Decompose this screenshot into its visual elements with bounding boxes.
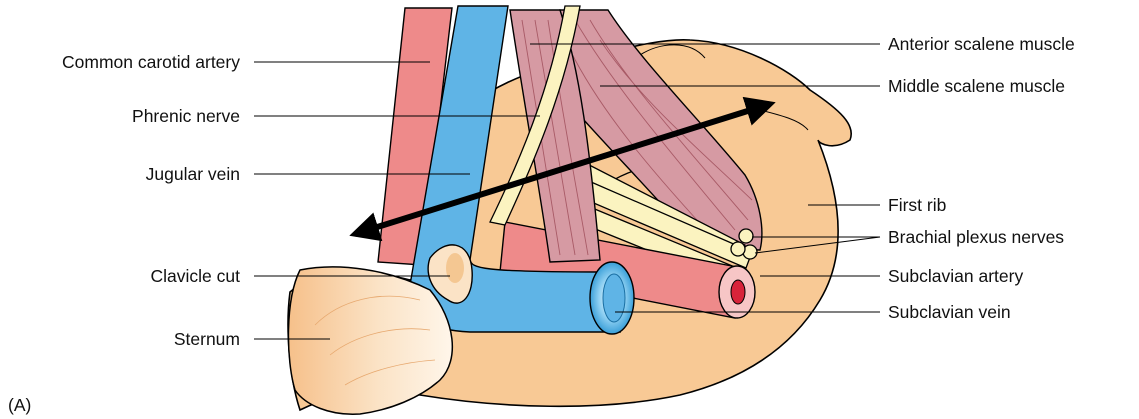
label-subclavian-artery: Subclavian artery [888, 266, 1023, 286]
label-clavicle-cut: Clavicle cut [151, 266, 240, 286]
subclavian-vein-end-shape [590, 262, 634, 334]
label-common-carotid-artery: Common carotid artery [62, 52, 240, 72]
label-anterior-scalene-muscle: Anterior scalene muscle [888, 34, 1075, 54]
label-brachial-plexus-nerves: Brachial plexus nerves [888, 227, 1064, 247]
label-sternum: Sternum [174, 329, 240, 349]
label-middle-scalene-muscle: Middle scalene muscle [888, 76, 1065, 96]
label-phrenic-nerve: Phrenic nerve [132, 106, 240, 126]
label-first-rib: First rib [888, 195, 946, 215]
label-subclavian-vein: Subclavian vein [888, 302, 1011, 322]
label-jugular-vein: Jugular vein [146, 164, 240, 184]
panel-label: (A) [8, 395, 31, 415]
